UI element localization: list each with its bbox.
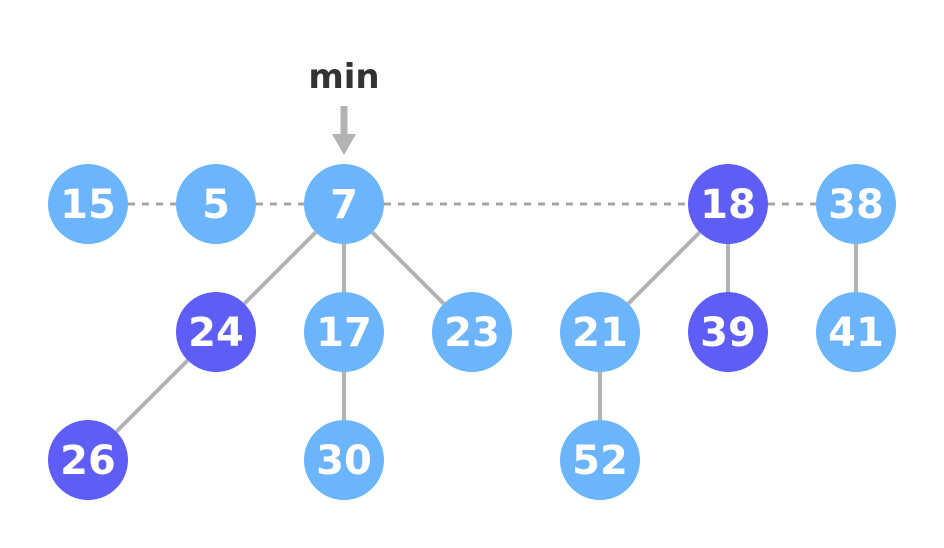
min-pointer: min bbox=[308, 57, 380, 155]
marked-node-circle bbox=[688, 292, 768, 372]
node-circle bbox=[304, 420, 384, 500]
node-label: 38 bbox=[828, 182, 884, 228]
edge-18-21 bbox=[626, 230, 702, 306]
node-label: 17 bbox=[316, 310, 372, 356]
node-label: 41 bbox=[828, 310, 884, 356]
heap-node-5: 5 bbox=[176, 164, 256, 244]
heap-node-39: 39 bbox=[688, 292, 768, 372]
marked-node-circle bbox=[688, 164, 768, 244]
heap-nodes: 15 5 7 18 38 24 17 23 21 39 41 26 30 52 bbox=[48, 164, 896, 500]
heap-node-17: 17 bbox=[304, 292, 384, 372]
node-circle bbox=[176, 164, 256, 244]
node-label: 39 bbox=[700, 310, 756, 356]
tree-edges bbox=[114, 230, 858, 434]
heap-node-18: 18 bbox=[688, 164, 768, 244]
node-circle bbox=[816, 164, 896, 244]
node-label: 21 bbox=[572, 310, 628, 356]
node-circle bbox=[560, 292, 640, 372]
heap-node-21: 21 bbox=[560, 292, 640, 372]
node-label: 23 bbox=[444, 310, 500, 356]
heap-node-38: 38 bbox=[816, 164, 896, 244]
edge-7-23 bbox=[370, 230, 446, 306]
node-circle bbox=[304, 164, 384, 244]
heap-node-26: 26 bbox=[48, 420, 128, 500]
marked-node-circle bbox=[48, 420, 128, 500]
arrow-down-icon bbox=[332, 106, 356, 155]
node-circle bbox=[304, 292, 384, 372]
node-label: 26 bbox=[60, 438, 116, 484]
node-label: 5 bbox=[202, 182, 230, 228]
node-label: 15 bbox=[60, 182, 116, 228]
node-circle bbox=[560, 420, 640, 500]
heap-node-24: 24 bbox=[176, 292, 256, 372]
heap-node-23: 23 bbox=[432, 292, 512, 372]
node-label: 24 bbox=[188, 310, 244, 356]
min-pointer-label: min bbox=[308, 57, 379, 97]
heap-node-30: 30 bbox=[304, 420, 384, 500]
heap-node-15: 15 bbox=[48, 164, 128, 244]
heap-node-7: 7 bbox=[304, 164, 384, 244]
node-circle bbox=[432, 292, 512, 372]
node-label: 7 bbox=[330, 182, 358, 228]
node-circle bbox=[816, 292, 896, 372]
node-label: 18 bbox=[700, 182, 756, 228]
marked-node-circle bbox=[176, 292, 256, 372]
edge-7-24 bbox=[242, 230, 318, 306]
heap-node-41: 41 bbox=[816, 292, 896, 372]
node-label: 30 bbox=[316, 438, 372, 484]
heap-node-52: 52 bbox=[560, 420, 640, 500]
edge-24-26 bbox=[114, 358, 190, 434]
node-circle bbox=[48, 164, 128, 244]
node-label: 52 bbox=[572, 438, 628, 484]
